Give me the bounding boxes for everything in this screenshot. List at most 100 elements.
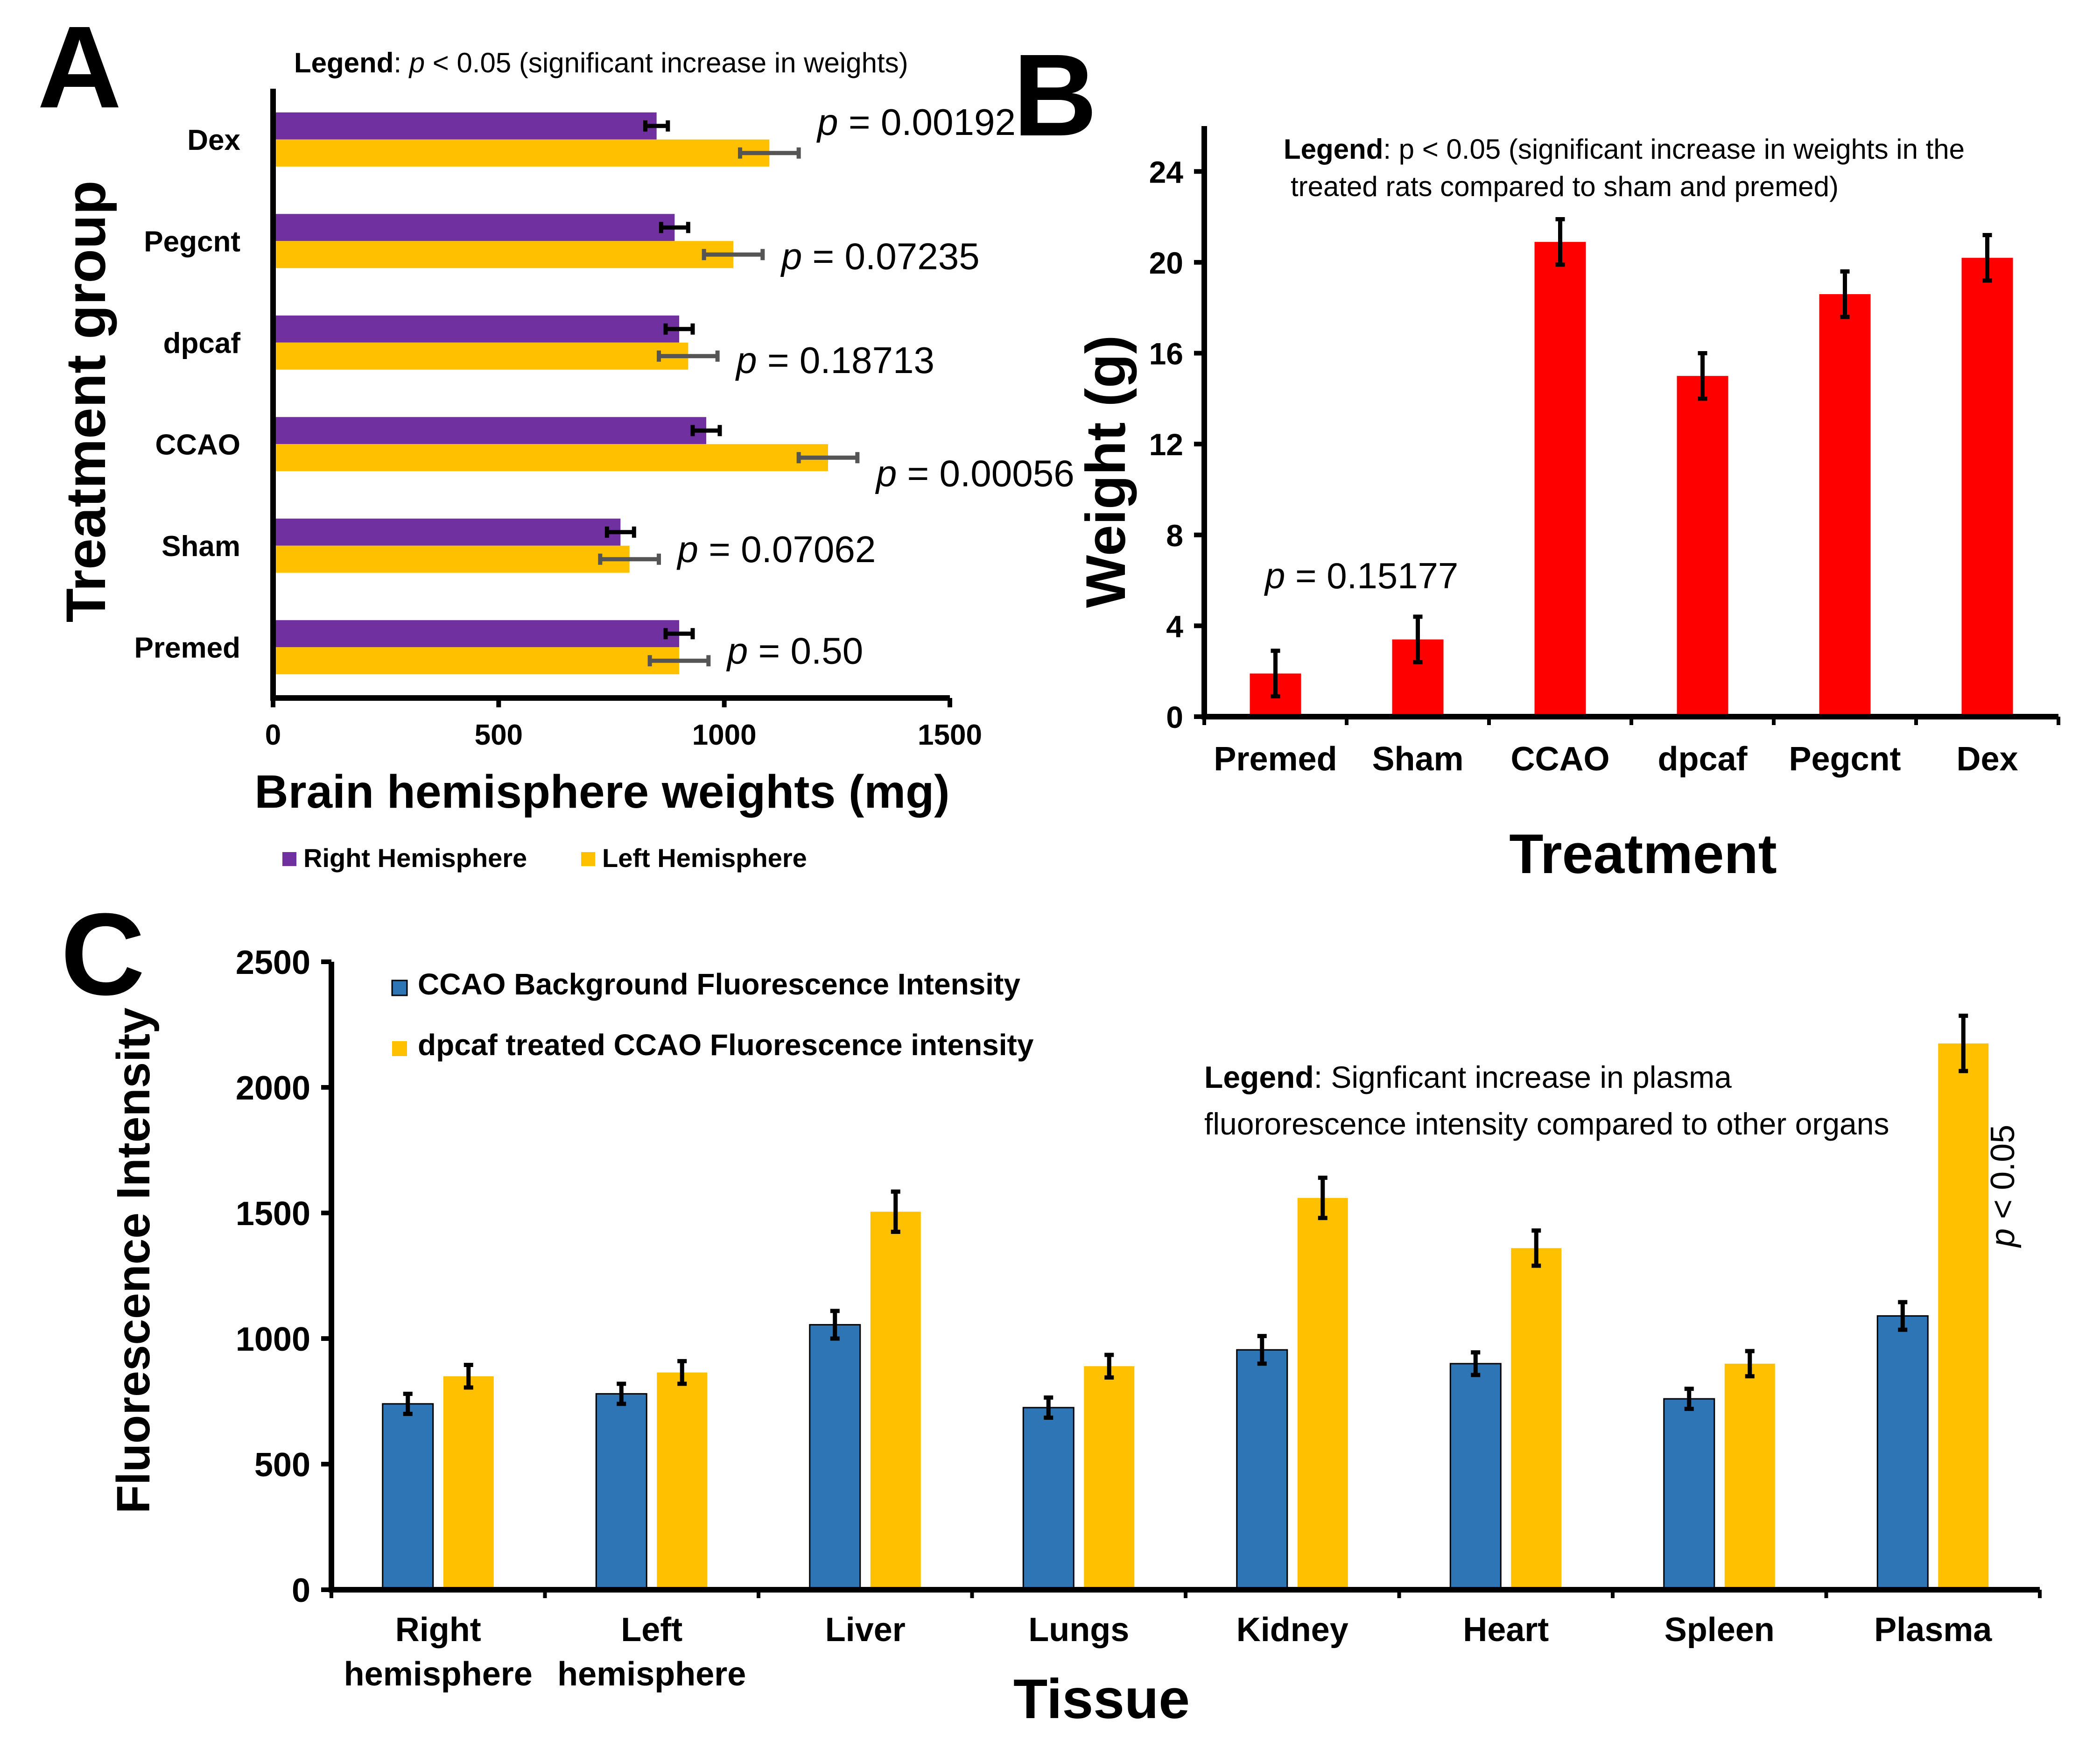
bar-left-hemisphere [273,139,770,167]
p-value-label: p = 0.07062 [677,529,876,570]
category-label: Spleen [1665,1611,1775,1649]
chart-b-legend-line2: treated rats compared to sham and premed… [1291,171,1839,202]
bar-ccao-background [1876,1315,1929,1591]
category-label: Pegcnt [1789,740,1901,778]
legend-label: Right Hemisphere [303,843,527,873]
p-value-label: p = 0.07235 [780,235,980,277]
bar-dpcaf-treated [870,1212,921,1590]
legend-swatch [581,852,595,866]
category-label: Kidney [1236,1611,1348,1649]
chart-c-legend-line1: Legend: Signficant increase in plasma [1204,1060,1732,1094]
bar-right-hemisphere [273,620,679,648]
chart-c-xlabel: Tissue [1013,1668,1190,1730]
category-label: dpcaf [163,327,241,359]
category-label: Sham [162,530,240,563]
bar-dpcaf-treated [1724,1363,1775,1590]
bar-dpcaf-treated [443,1376,494,1590]
panel-letter-a: A [37,2,122,132]
category-label: Dex [187,124,240,156]
x-tick-label: 1500 [918,719,982,751]
y-tick-label: 12 [1149,427,1183,462]
p-value-label: p = 0.50 [726,630,863,671]
legend-swatch [391,980,408,996]
bar-left-hemisphere [273,545,630,573]
category-label: Left [621,1611,682,1649]
category-label: Right [395,1611,481,1649]
y-tick-label: 0 [1166,700,1183,734]
chart-c: Right hemisphere Left hemisphere Liver Lungs K… [107,944,2042,1730]
legend-label: dpcaf treated CCAO Fluorescence intensit… [418,1028,1034,1062]
category-label: Heart [1463,1611,1549,1649]
category-label: Pegcnt [144,226,240,258]
category-label: hemisphere [344,1656,533,1693]
panel-letter-b: B [1013,30,1097,160]
bar-right-hemisphere [273,214,675,241]
bar-ccao-background [1449,1363,1502,1591]
y-tick-label: 4 [1166,609,1183,643]
bar-weight [1534,242,1586,717]
legend-swatch [282,852,296,866]
bar-right-hemisphere [273,518,621,546]
bar-ccao-background [1663,1398,1715,1591]
chart-b-p-annotation: p = 0.15177 [1264,555,1458,596]
bar-dpcaf-treated [1938,1043,1989,1590]
category-label: Plasma [1874,1611,1992,1649]
p-value-label: p = 0.00192 [816,101,1016,143]
y-tick-label: 2000 [236,1070,310,1107]
category-label: Premed [1214,740,1337,778]
legend-label: Left Hemisphere [602,843,807,873]
category-label: Lungs [1028,1611,1129,1649]
chart-a-xlabel: Brain hemisphere weights (mg) [254,766,949,818]
category-label: hemisphere [557,1656,746,1693]
category-label: Dex [1956,740,2018,778]
chart-b-xlabel: Treatment [1509,823,1777,885]
legend-swatch [392,1041,407,1056]
category-label: dpcaf [1658,740,1748,778]
bar-ccao-background [382,1403,434,1591]
bar-right-hemisphere [273,315,679,343]
bar-left-hemisphere [273,444,828,472]
chart-a-ylabel: Treatment group [55,181,117,623]
category-label: Sham [1372,740,1463,778]
y-tick-label: 1000 [236,1321,310,1358]
chart-c-ylabel: Fluorescence Intensity [107,1008,160,1514]
bar-ccao-background [1022,1407,1075,1591]
y-tick-label: 24 [1149,155,1184,189]
chart-c-p-annotation: p < 0.05 [1984,1125,2022,1248]
chart-b: Legend: p < 0.05 (significant increase i… [1075,126,2060,885]
x-tick-label: 0 [265,719,281,751]
x-tick-label: 1000 [692,719,757,751]
bar-ccao-background [809,1324,861,1591]
bar-weight [1819,294,1871,717]
bar-dpcaf-treated [1084,1366,1135,1590]
chart-b-ylabel: Weight (g) [1075,335,1137,608]
bar-weight [1961,258,2013,717]
bar-dpcaf-treated [657,1372,708,1590]
legend-label: CCAO Background Fluorescence Intensity [418,967,1020,1001]
y-tick-label: 0 [292,1572,310,1609]
y-tick-label: 500 [254,1446,310,1484]
p-value-label: p = 0.00056 [875,452,1075,494]
bar-ccao-background [1236,1349,1288,1591]
bar-left-hemisphere [273,647,679,675]
bar-dpcaf-treated [1297,1198,1348,1590]
bar-left-hemisphere [273,342,688,370]
y-tick-label: 8 [1166,518,1183,553]
bar-left-hemisphere [273,241,733,268]
y-tick-label: 20 [1149,246,1183,280]
panel-letter-c: C [61,889,145,1019]
bar-right-hemisphere [273,112,657,140]
chart-b-legend-line1: Legend: p < 0.05 (significant increase i… [1284,134,1965,165]
category-label: Liver [825,1611,906,1649]
bar-dpcaf-treated [1511,1248,1562,1590]
category-label: Premed [134,632,240,664]
y-tick-label: 2500 [236,944,310,981]
y-tick-label: 1500 [236,1195,310,1233]
x-tick-label: 500 [475,719,523,751]
p-value-label: p = 0.18713 [735,339,934,381]
bar-weight [1677,376,1728,717]
y-tick-label: 16 [1149,337,1183,371]
category-label: CCAO [1511,740,1610,778]
bar-right-hemisphere [273,417,706,444]
